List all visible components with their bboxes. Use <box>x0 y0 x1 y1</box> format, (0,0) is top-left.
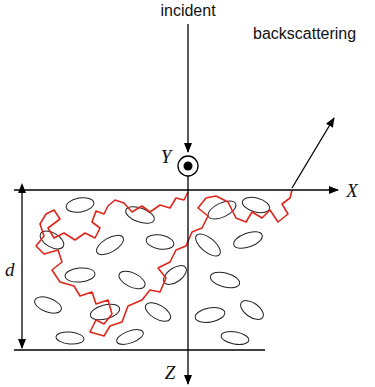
scatterer <box>32 294 63 317</box>
backscatter-label: backscattering <box>253 26 356 42</box>
bottom-surface <box>14 349 265 350</box>
scatterer <box>160 262 189 288</box>
scatterer <box>232 228 265 251</box>
scatterer <box>94 231 127 258</box>
y-axis-symbol <box>178 156 198 176</box>
axis-label: X <box>346 181 358 200</box>
scatterer <box>209 269 242 290</box>
incident-label: incident <box>160 3 215 19</box>
scatterer <box>145 233 175 252</box>
y-axis-dot <box>184 162 193 171</box>
x-axis <box>14 189 338 190</box>
scatterer <box>65 196 95 215</box>
scatterer <box>192 230 224 260</box>
photon-path <box>36 190 292 336</box>
scatterer <box>56 331 85 345</box>
incident-arrow <box>187 24 188 152</box>
scatterer <box>194 306 226 325</box>
backscatter-arrow <box>292 118 334 188</box>
z-axis <box>187 176 188 384</box>
scatterer <box>220 330 250 347</box>
scatterer <box>237 297 266 323</box>
scatterer <box>116 268 147 293</box>
scatterer <box>64 267 95 284</box>
axis-label: Y <box>161 147 172 166</box>
scatterer <box>115 327 145 348</box>
dimension-label: d <box>5 260 15 279</box>
scatterer <box>142 299 173 325</box>
scatterer <box>205 197 238 222</box>
axis-label: Z <box>165 363 176 382</box>
scatterer <box>89 301 122 322</box>
thickness-arrow <box>21 192 22 348</box>
